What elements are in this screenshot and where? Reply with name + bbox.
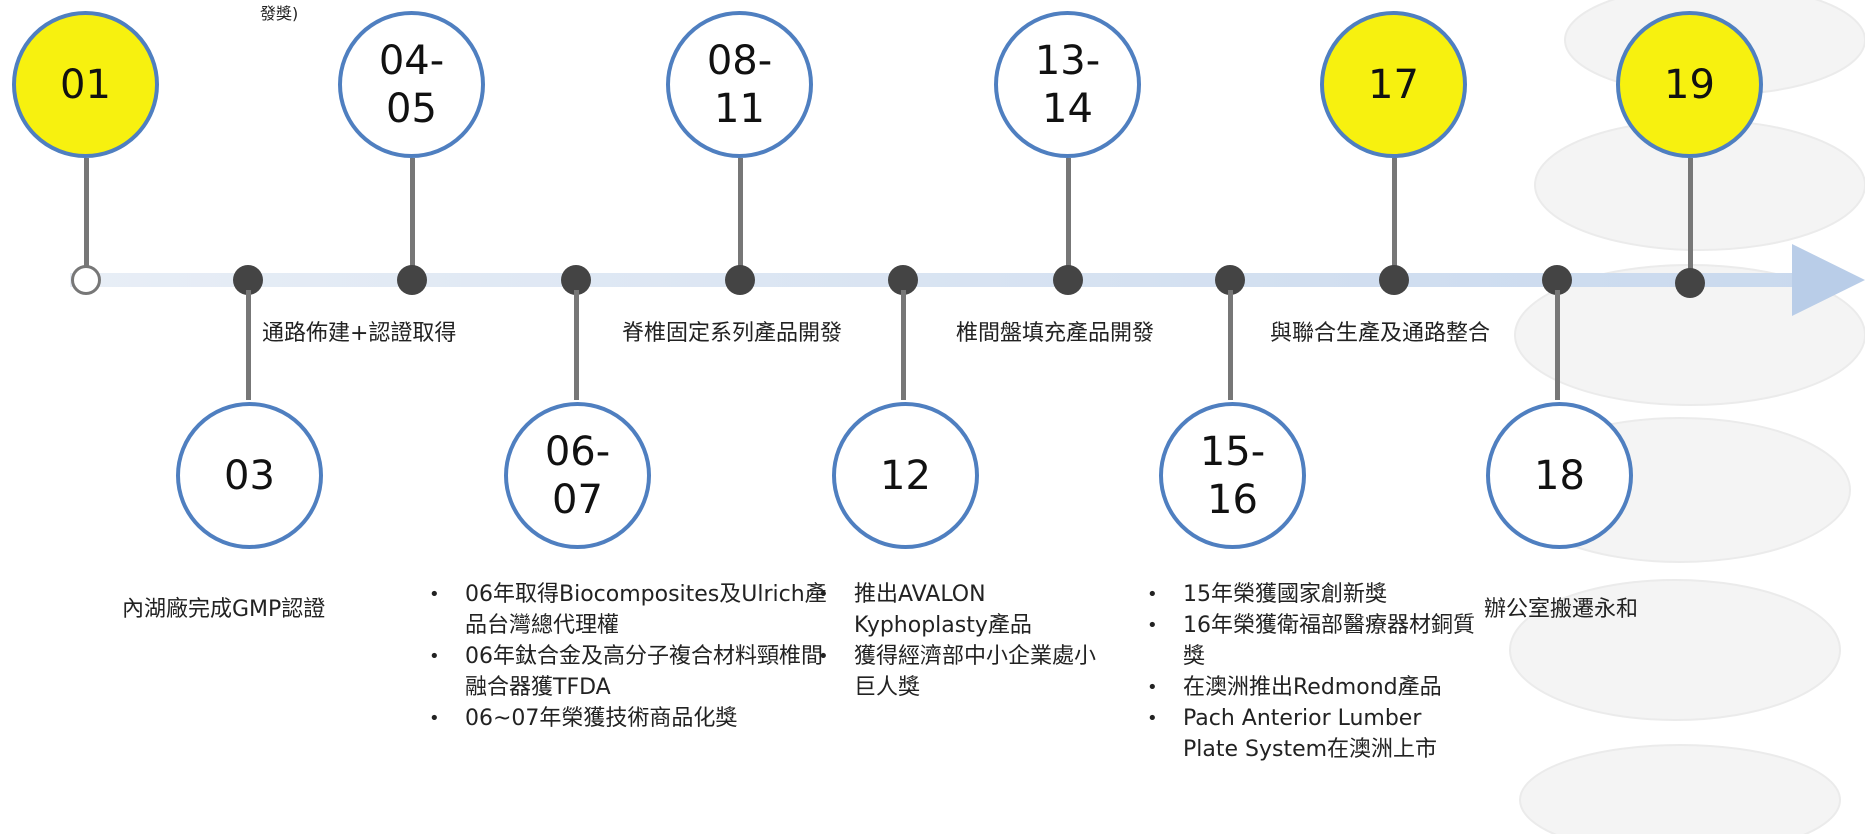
connector-03 xyxy=(246,290,251,400)
phase-label-channel: 通路佈建+認證取得 xyxy=(262,321,457,346)
note-1516-list: 15年榮獲國家創新獎 16年榮獲衛福部醫療器材銅質獎 在澳洲推出Redmond產… xyxy=(1143,579,1483,765)
milestone-circle-0607: 06- 07 xyxy=(504,402,651,549)
milestone-circle-19: 19 xyxy=(1616,11,1763,158)
timeline-node-0811 xyxy=(725,265,755,295)
note-12-item: 推出AVALON Kyphoplasty產品 xyxy=(818,579,1109,641)
milestone-circle-01: 01 xyxy=(12,11,159,158)
connector-0405 xyxy=(410,158,415,270)
timeline-arrowhead xyxy=(1792,244,1865,316)
note-0607-list: 06年取得Biocomposites及Ulrich產品台灣總代理權 06年鈦合金… xyxy=(425,579,840,734)
note-1516-item: 15年榮獲國家創新獎 xyxy=(1147,579,1483,610)
connector-0811 xyxy=(738,158,743,270)
timeline-start-node xyxy=(71,265,101,295)
note-18: 辦公室搬遷永和 xyxy=(1484,597,1639,622)
phase-label-disc-filler: 椎間盤填充產品開發 xyxy=(956,321,1155,346)
phase-label-integration: 與聯合生產及通路整合 xyxy=(1270,321,1491,346)
connector-1516 xyxy=(1228,290,1233,400)
note-1516-item: 在澳洲推出Redmond產品 xyxy=(1147,672,1483,703)
timeline-node-17 xyxy=(1379,265,1409,295)
milestone-circle-12: 12 xyxy=(832,402,979,549)
connector-19 xyxy=(1688,158,1693,270)
note-12-list: 推出AVALON Kyphoplasty產品 獲得經濟部中小企業處小巨人獎 xyxy=(814,579,1109,703)
milestone-circle-17: 17 xyxy=(1320,11,1467,158)
top-cut-text: 發獎) xyxy=(260,4,299,23)
milestone-circle-1516: 15- 16 xyxy=(1159,402,1306,549)
milestone-circle-18: 18 xyxy=(1486,402,1633,549)
connector-01 xyxy=(84,158,89,270)
note-03: 內湖廠完成GMP認證 xyxy=(122,597,326,622)
milestone-circle-03: 03 xyxy=(176,402,323,549)
milestone-circle-0405: 04- 05 xyxy=(338,11,485,158)
note-0607-item: 06年鈦合金及高分子複合材料頸椎間融合器獲TFDA xyxy=(429,641,840,703)
connector-0607 xyxy=(574,290,579,400)
connector-1314 xyxy=(1066,158,1071,270)
timeline-bar xyxy=(70,273,1810,287)
milestone-circle-0811: 08- 11 xyxy=(666,11,813,158)
milestone-circle-1314: 13- 14 xyxy=(994,11,1141,158)
connector-17 xyxy=(1392,158,1397,270)
timeline-node-19 xyxy=(1675,268,1705,298)
timeline-node-0405 xyxy=(397,265,427,295)
phase-label-spine-fixation: 脊椎固定系列產品開發 xyxy=(622,321,843,346)
note-1516-item: 16年榮獲衛福部醫療器材銅質獎 xyxy=(1147,610,1483,672)
connector-12 xyxy=(901,290,906,400)
connector-18 xyxy=(1555,290,1560,400)
note-0607-item: 06年取得Biocomposites及Ulrich產品台灣總代理權 xyxy=(429,579,840,641)
note-0607-item: 06~07年榮獲技術商品化獎 xyxy=(429,703,840,734)
note-12-item: 獲得經濟部中小企業處小巨人獎 xyxy=(818,641,1109,703)
note-1516-item: Pach Anterior Lumber Plate System在澳洲上市 xyxy=(1147,703,1483,765)
timeline-node-1314 xyxy=(1053,265,1083,295)
